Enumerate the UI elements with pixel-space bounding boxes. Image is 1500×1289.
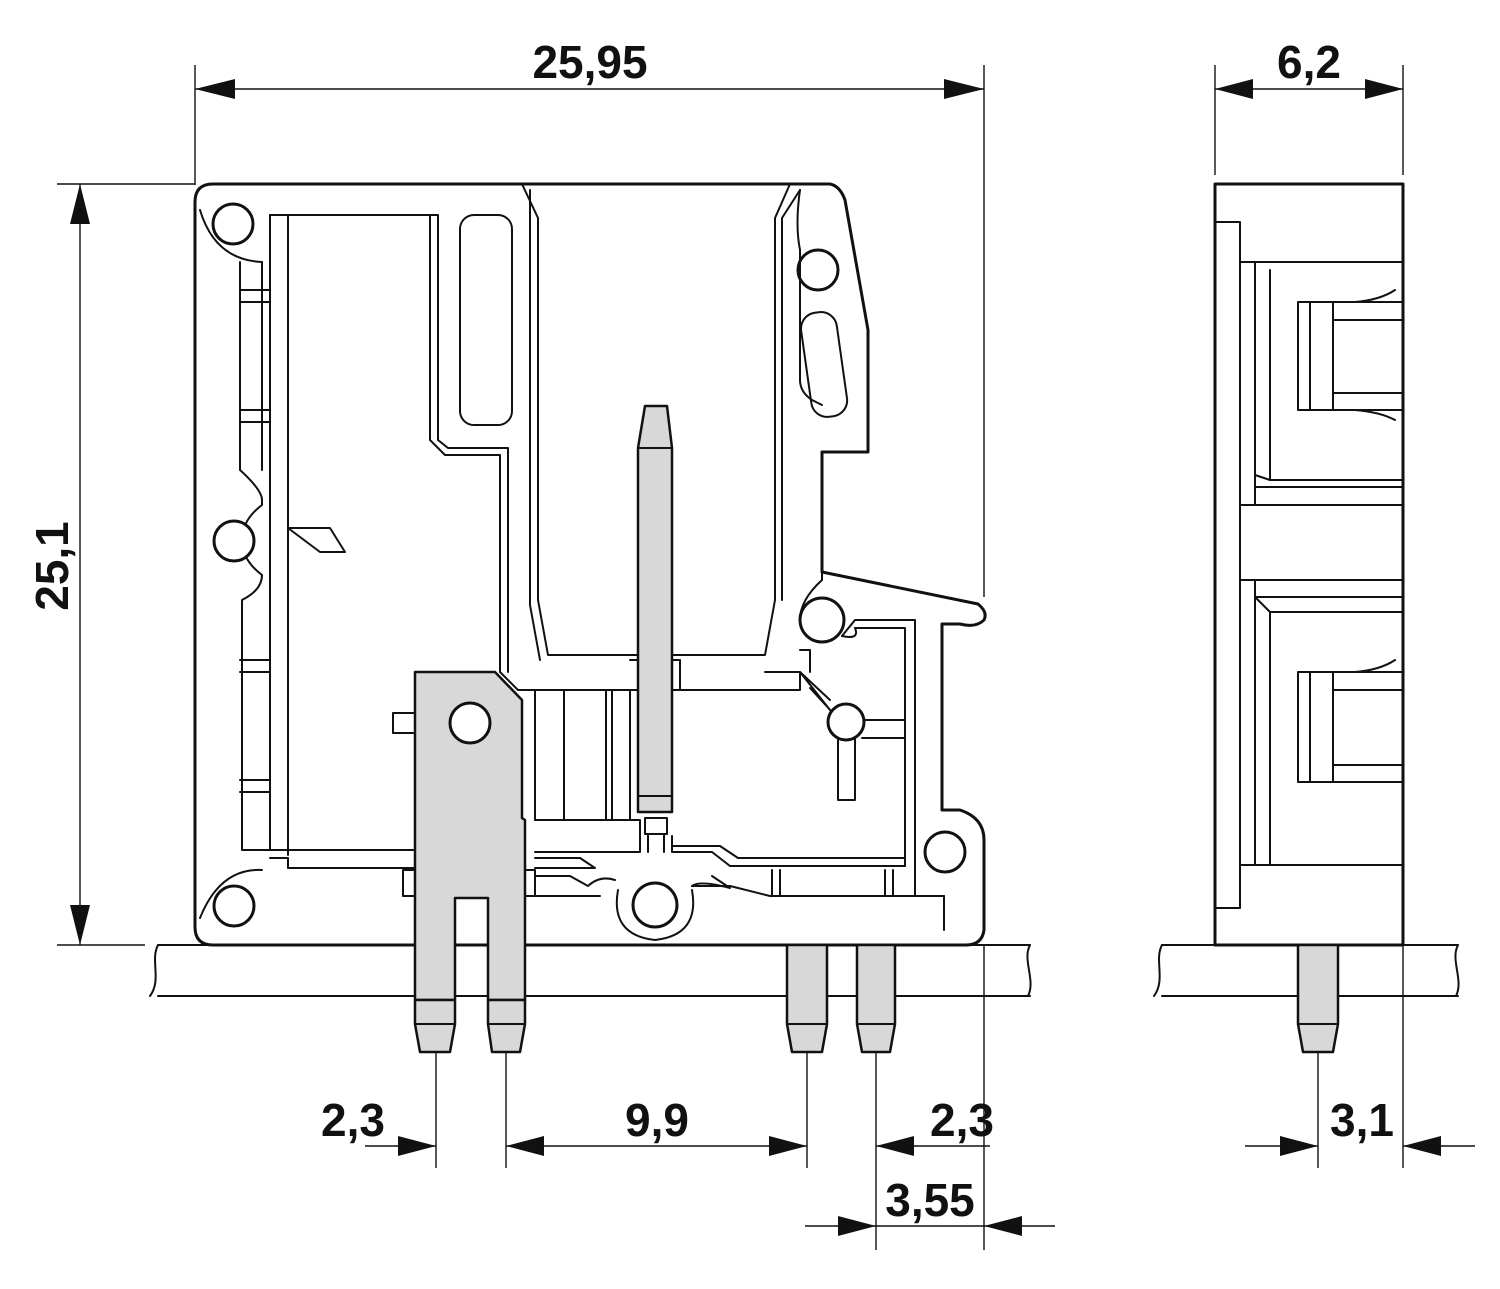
mounting-hole-bottom-right [923, 830, 967, 874]
slot-right [800, 311, 849, 418]
mounting-hole-mid-left [212, 519, 256, 563]
front-view: 25,95 25,1 2,3 9,9 2,3 3,55 [26, 36, 1055, 1250]
label-side-width: 6,2 [1277, 36, 1341, 88]
contact-tab [392, 712, 416, 734]
side-contact-bottom [1297, 659, 1404, 783]
slot-left [459, 214, 513, 426]
label-edge-offset: 3,55 [885, 1174, 975, 1226]
label-pin-pitch-left: 2,3 [321, 1094, 385, 1146]
label-side-pin-offset: 3,1 [1330, 1094, 1394, 1146]
spring-lever [799, 649, 906, 801]
dim-side-pin-offset: 3,1 [1245, 945, 1475, 1168]
dim-overall-height: 25,1 [26, 183, 195, 946]
side-view: 6,2 3,1 [1153, 36, 1475, 1168]
center-pin [636, 404, 674, 814]
pcb-board-front [149, 944, 1032, 997]
side-contact-top [1297, 289, 1404, 421]
dim-overall-width: 25,95 [194, 36, 985, 597]
dim-edge-offset: 3,55 [805, 1174, 1055, 1236]
side-pin [1296, 943, 1340, 1054]
mounting-hole-right-mid [798, 596, 846, 644]
label-overall-width: 25,95 [532, 36, 647, 88]
mounting-hole-top-left [211, 202, 255, 246]
mounting-hole-bottom-left [212, 884, 256, 928]
left-frame [239, 214, 439, 851]
label-pin-pitch-right: 2,3 [930, 1094, 994, 1146]
label-overall-height: 25,1 [26, 521, 78, 611]
mounting-hole-bottom-center [631, 881, 679, 929]
pin-right-2 [855, 943, 897, 1054]
housing-outline [193, 182, 987, 947]
pin-right-1 [785, 943, 829, 1054]
label-pin-span: 9,9 [625, 1094, 689, 1146]
dim-pin-spacing: 2,3 9,9 2,3 [321, 945, 994, 1250]
mounting-hole-top-right [796, 248, 840, 292]
dim-side-width: 6,2 [1214, 36, 1404, 175]
